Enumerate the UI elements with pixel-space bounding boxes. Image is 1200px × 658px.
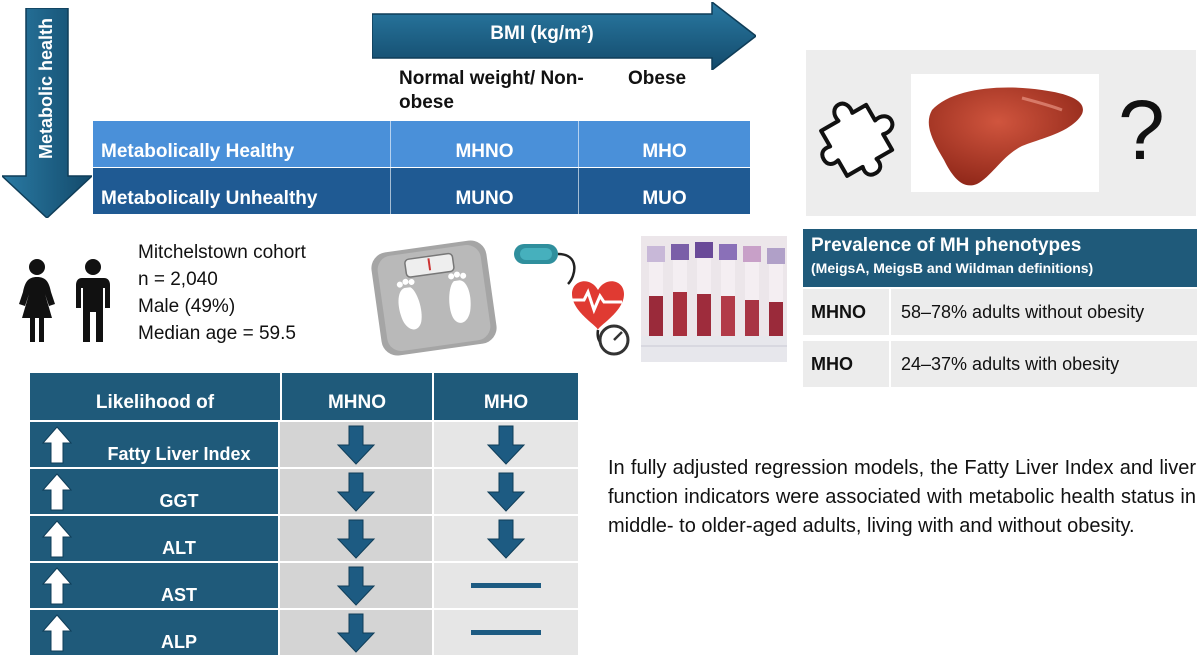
prevalence-phenotype: MHO <box>803 341 891 387</box>
down-arrow-icon <box>486 472 526 512</box>
likelihood-row-text: AST <box>161 585 197 605</box>
grid-row-label: Metabolically Healthy <box>101 141 295 162</box>
likelihood-cell-mhno <box>280 563 432 608</box>
cohort-name: Mitchelstown cohort <box>138 242 306 263</box>
down-arrow-icon <box>486 519 526 559</box>
no-association-dash-icon <box>471 629 541 635</box>
prevalence-row: MHO 24–37% adults with obesity <box>803 341 1197 387</box>
likelihood-header-mho: MHO <box>432 373 578 420</box>
up-arrow-icon <box>42 614 72 652</box>
test-tube-icon <box>641 236 787 362</box>
conclusion-text: In fully adjusted regression models, the… <box>608 457 1196 537</box>
male-person-icon <box>76 259 110 342</box>
likelihood-row-label: ALP <box>30 610 278 655</box>
likelihood-cell-mhno <box>280 469 432 514</box>
likelihood-row-label: AST <box>30 563 278 608</box>
up-arrow-icon <box>42 426 72 464</box>
prevalence-subtitle: (MeigsA, MeigsB and Wildman definitions) <box>811 260 1094 276</box>
cohort-male: Male (49%) <box>138 296 236 317</box>
grid-cell: MUO <box>578 168 750 214</box>
likelihood-row: ALT <box>30 516 578 561</box>
likelihood-row: GGT <box>30 469 578 514</box>
likelihood-cell-mho <box>434 469 578 514</box>
likelihood-cell-mho <box>434 516 578 561</box>
grid-row-label: Metabolically Unhealthy <box>101 188 318 209</box>
prevalence-title: Prevalence of MH phenotypes <box>811 235 1082 256</box>
likelihood-table-header: Likelihood of MHNO MHO <box>30 373 578 420</box>
down-arrow-icon <box>486 425 526 465</box>
prevalence-value: 58–78% adults without obesity <box>901 301 1145 322</box>
bmi-arrow <box>372 2 756 70</box>
likelihood-cell-mho <box>434 563 578 608</box>
grid-row-unhealthy: Metabolically Unhealthy MUNO MUO <box>93 168 750 214</box>
likelihood-row-text: GGT <box>159 491 199 511</box>
down-arrow-icon <box>336 425 376 465</box>
down-arrow-icon <box>336 566 376 606</box>
grid-cell: MHNO <box>390 121 578 167</box>
liver-icon <box>928 87 1083 186</box>
likelihood-row-label: Fatty Liver Index <box>30 422 278 467</box>
likelihood-table: Likelihood of MHNO MHO Fatty Liver Index… <box>30 373 578 655</box>
down-arrow-icon <box>336 519 376 559</box>
cohort-size: n = 2,040 <box>138 269 218 290</box>
weighing-scale-icon <box>371 240 497 356</box>
metabolic-health-arrow <box>2 8 92 218</box>
metabolic-health-label-text: Metabolic health <box>36 17 57 159</box>
likelihood-cell-mhno <box>280 610 432 655</box>
likelihood-row: AST <box>30 563 578 608</box>
bmi-axis-label: BMI (kg/m²) <box>490 23 594 44</box>
likelihood-cell-mho <box>434 422 578 467</box>
up-arrow-icon <box>42 520 72 558</box>
prevalence-value: 24–37% adults with obesity <box>901 353 1120 374</box>
female-person-icon <box>19 259 55 342</box>
up-arrow-icon <box>42 473 72 511</box>
likelihood-row-label: GGT <box>30 469 278 514</box>
grid-cell: MUNO <box>390 168 578 214</box>
cohort-age: Median age = 59.5 <box>138 323 296 344</box>
no-association-dash-icon <box>471 582 541 588</box>
blood-tubes-photo <box>641 236 787 362</box>
prevalence-header: Prevalence of MH phenotypes (MeigsA, Mei… <box>803 229 1197 287</box>
likelihood-cell-mhno <box>280 516 432 561</box>
grid-row-healthy: Metabolically Healthy MHNO MHO <box>93 121 750 167</box>
likelihood-cell-mhno <box>280 422 432 467</box>
grid-cell: MHO <box>578 121 750 167</box>
likelihood-header-mhno: MHNO <box>280 373 432 420</box>
blood-pressure-heart-icon <box>514 244 630 356</box>
column-header-obese: Obese <box>628 68 687 89</box>
column-header-normal-weight: Normal weight/ Non-obese <box>399 68 584 113</box>
likelihood-header-label: Likelihood of <box>95 392 215 413</box>
question-mark: ? <box>1118 83 1165 177</box>
prevalence-row: MHNO 58–78% adults without obesity <box>803 289 1197 335</box>
likelihood-row: Fatty Liver Index <box>30 422 578 467</box>
metabolic-health-label: Metabolic health <box>2 8 92 168</box>
likelihood-row-text: ALP <box>161 632 197 652</box>
likelihood-row-text: ALT <box>162 538 196 558</box>
likelihood-cell-mho <box>434 610 578 655</box>
likelihood-row: ALP <box>30 610 578 655</box>
up-arrow-icon <box>42 567 72 605</box>
likelihood-row-label: ALT <box>30 516 278 561</box>
down-arrow-icon <box>336 472 376 512</box>
prevalence-phenotype: MHNO <box>803 289 891 335</box>
likelihood-row-text: Fatty Liver Index <box>107 444 251 464</box>
puzzle-piece-icon <box>819 101 895 178</box>
down-arrow-icon <box>336 613 376 653</box>
